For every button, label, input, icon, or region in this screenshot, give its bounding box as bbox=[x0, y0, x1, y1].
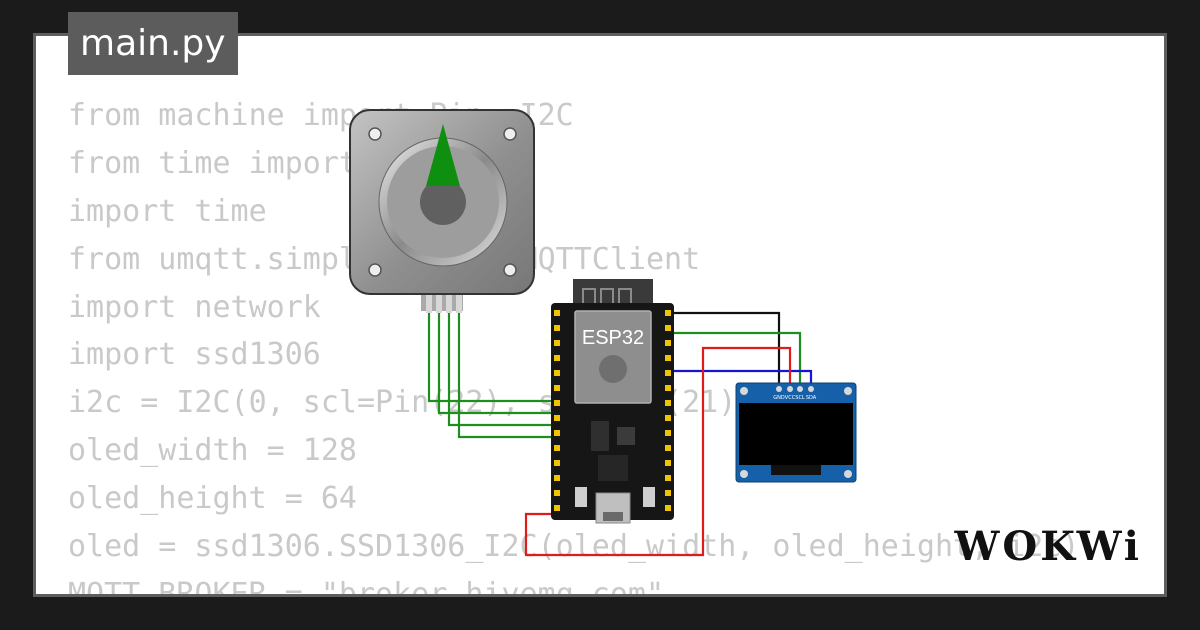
circuit-diagram: ESP32 bbox=[349, 109, 857, 557]
oled-pin-gnd: GND bbox=[773, 395, 785, 401]
wire-scl bbox=[663, 331, 802, 388]
wire-motor-1 bbox=[427, 295, 563, 403]
oled-pin-sda: SDA bbox=[806, 395, 817, 401]
wire-vcc bbox=[524, 346, 792, 557]
code-line: import ssd1306 bbox=[68, 337, 321, 373]
code-line: MQTT_BROKER = "broker.hivemq.com" bbox=[68, 576, 665, 597]
right-header-pins bbox=[665, 310, 671, 511]
wire-gnd bbox=[663, 311, 781, 388]
wokwi-logo: WOKWi bbox=[954, 523, 1142, 570]
motor-needle bbox=[426, 124, 460, 186]
code-line: oled_width = 128 bbox=[68, 433, 357, 469]
wire-sda bbox=[663, 369, 813, 388]
oled-display[interactable]: GND VCC SCL SDA bbox=[735, 382, 857, 483]
stepper-motor[interactable] bbox=[349, 109, 535, 313]
oled-pin-scl: SCL bbox=[795, 395, 805, 401]
left-header-pins bbox=[554, 310, 560, 511]
wires bbox=[427, 295, 813, 557]
wire-motor-3 bbox=[447, 295, 563, 427]
esp32-label: ESP32 bbox=[582, 327, 644, 349]
code-line: import time bbox=[68, 193, 267, 229]
code-line: oled = ssd1306.SSD1306_I2C(oled_width, o… bbox=[68, 529, 1080, 565]
oled-screen bbox=[739, 403, 853, 465]
file-tab-main-py[interactable]: main.py bbox=[68, 12, 238, 75]
oled-pin-vcc: VCC bbox=[785, 395, 796, 401]
wire-motor-2 bbox=[437, 295, 563, 415]
esp32-board[interactable]: ESP32 bbox=[551, 279, 674, 524]
wire-motor-4 bbox=[457, 295, 563, 439]
code-line: oled_height = 64 bbox=[68, 481, 357, 517]
code-line: import network bbox=[68, 289, 321, 325]
